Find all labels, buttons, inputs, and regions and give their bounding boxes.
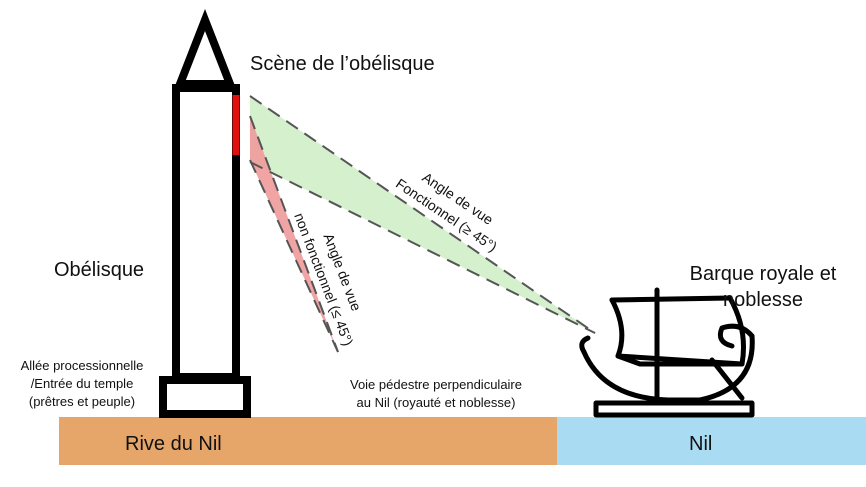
procession-label-line1: Allée processionnelle	[21, 358, 144, 373]
royal-barge	[579, 287, 755, 418]
walkway-label-line2: au Nil (royauté et noblesse)	[357, 395, 516, 410]
procession-label-line2: /Entrée du temple	[31, 376, 134, 391]
barge-label-line2: noblesse	[723, 289, 803, 311]
obelisk-shape	[159, 9, 251, 418]
scene-title: Scène de l’obélisque	[250, 53, 435, 75]
nile-bank-label: Rive du Nil	[125, 433, 222, 455]
walkway-label-line1: Voie pédestre perpendiculaire	[350, 377, 522, 392]
barge-label-line1: Barque royale et	[690, 263, 837, 285]
sightline-dashes	[249, 95, 596, 353]
obelisk-label: Obélisque	[54, 259, 144, 281]
procession-label-line3: (prêtres et peuple)	[29, 394, 135, 409]
nile-river-strip	[557, 417, 866, 465]
nile-label: Nil	[689, 433, 712, 455]
nile-bank-strip	[59, 417, 557, 465]
